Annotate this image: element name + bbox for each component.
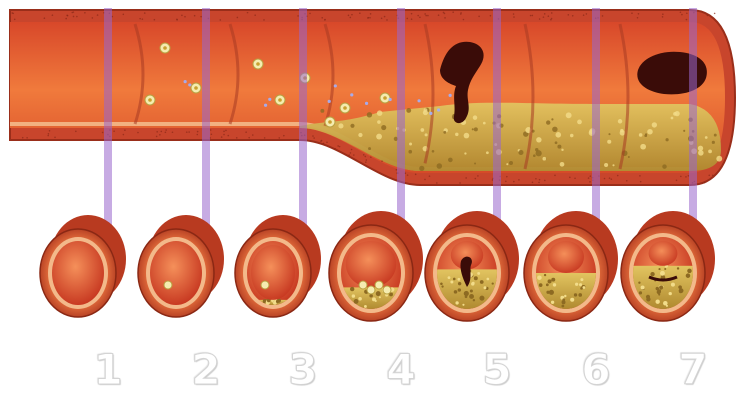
connector-line <box>299 8 307 245</box>
lipid-particle <box>164 281 172 289</box>
stage-label-1: 1 <box>78 345 138 395</box>
lipid-particle <box>375 281 383 289</box>
residual-lumen <box>251 245 295 300</box>
stage-label-3: 3 <box>273 345 333 395</box>
blue-particle <box>389 98 392 101</box>
blue-particle <box>417 99 420 102</box>
stage-label-2: 2 <box>176 345 236 395</box>
residual-lumen <box>346 241 396 287</box>
connector-line <box>202 8 210 245</box>
cross-section-3 <box>235 215 321 317</box>
connector-line <box>493 8 501 245</box>
connector-line <box>104 8 112 245</box>
cross-section-1 <box>40 215 126 317</box>
lipid-particle <box>367 286 375 294</box>
residual-lumen <box>548 241 584 273</box>
blue-particle <box>268 98 271 101</box>
stage-label-5: 5 <box>467 345 527 395</box>
blue-particle <box>437 108 440 111</box>
blue-particle <box>328 100 331 103</box>
lipid-particle <box>261 281 269 289</box>
blue-particle <box>184 80 187 83</box>
lumen <box>150 241 202 305</box>
lipid-particle <box>359 281 367 289</box>
lumen <box>52 241 104 305</box>
blue-particle <box>188 83 191 86</box>
stage-label-4: 4 <box>371 345 431 395</box>
blue-particle <box>350 93 353 96</box>
cross-section-5 <box>425 211 519 321</box>
blue-particle <box>334 84 337 87</box>
longitudinal-artery <box>10 10 735 185</box>
connector-line <box>689 8 697 245</box>
stage-label-6: 6 <box>566 345 626 395</box>
blue-particle <box>449 94 452 97</box>
cross-section-6 <box>524 211 618 321</box>
blue-particle <box>365 102 368 105</box>
blue-particle <box>429 112 432 115</box>
residual-lumen <box>649 241 678 266</box>
cross-sections <box>40 211 715 321</box>
lipid-particle <box>383 286 391 294</box>
connector-line <box>397 8 405 245</box>
cross-section-2 <box>138 215 224 317</box>
stage-label-7: 7 <box>663 345 723 395</box>
cross-section-4 <box>329 211 423 321</box>
blue-particle <box>264 104 267 107</box>
cross-section-7 <box>621 211 715 321</box>
connector-line <box>592 8 600 245</box>
